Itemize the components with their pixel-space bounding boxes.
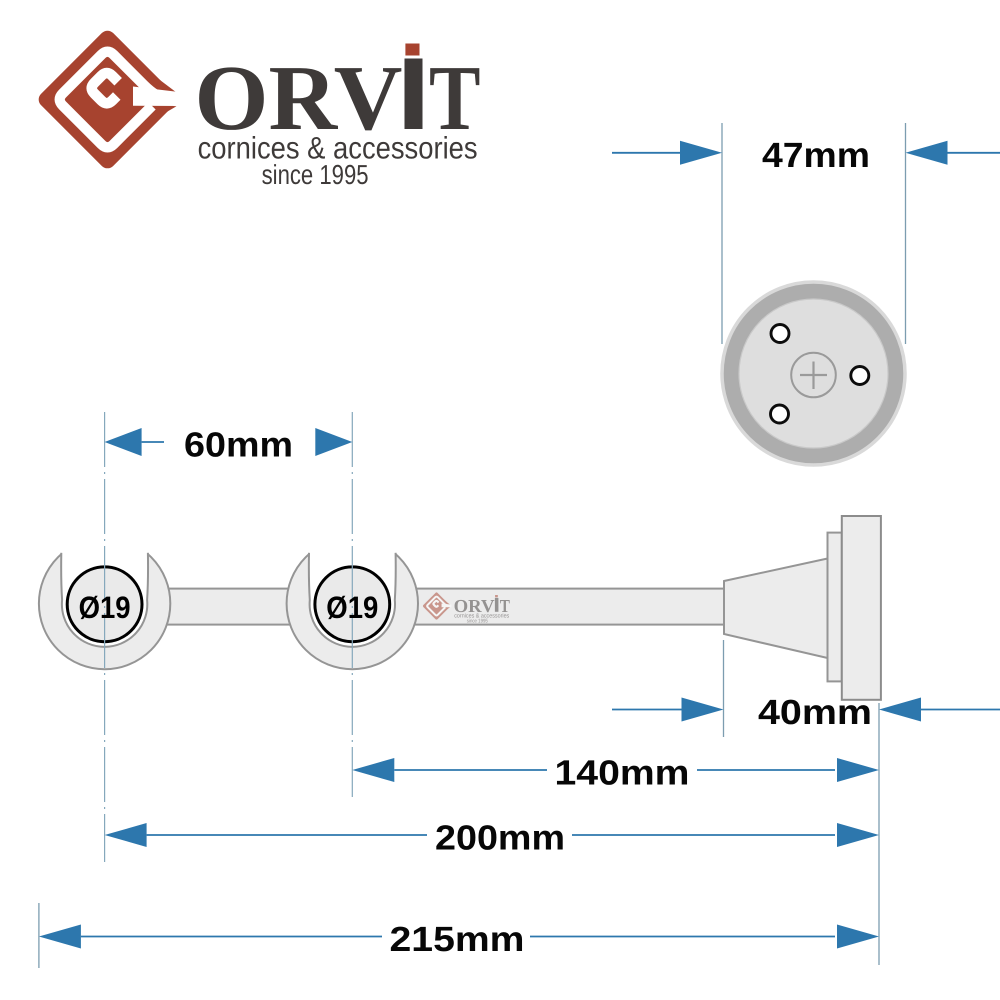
svg-text:215mm: 215mm bbox=[390, 920, 525, 959]
svg-text:Ø19: Ø19 bbox=[79, 590, 131, 625]
svg-text:47mm: 47mm bbox=[762, 136, 870, 175]
svg-text:60mm: 60mm bbox=[184, 426, 293, 465]
svg-text:since 1995: since 1995 bbox=[262, 159, 369, 190]
svg-text:40mm: 40mm bbox=[758, 693, 872, 732]
svg-text:140mm: 140mm bbox=[555, 754, 690, 793]
svg-text:ORV: ORV bbox=[195, 47, 403, 150]
svg-text:200mm: 200mm bbox=[435, 819, 565, 858]
svg-text:T: T bbox=[429, 47, 481, 150]
svg-text:Ø19: Ø19 bbox=[326, 590, 378, 625]
svg-text:cornices & accessories: cornices & accessories bbox=[198, 131, 478, 166]
